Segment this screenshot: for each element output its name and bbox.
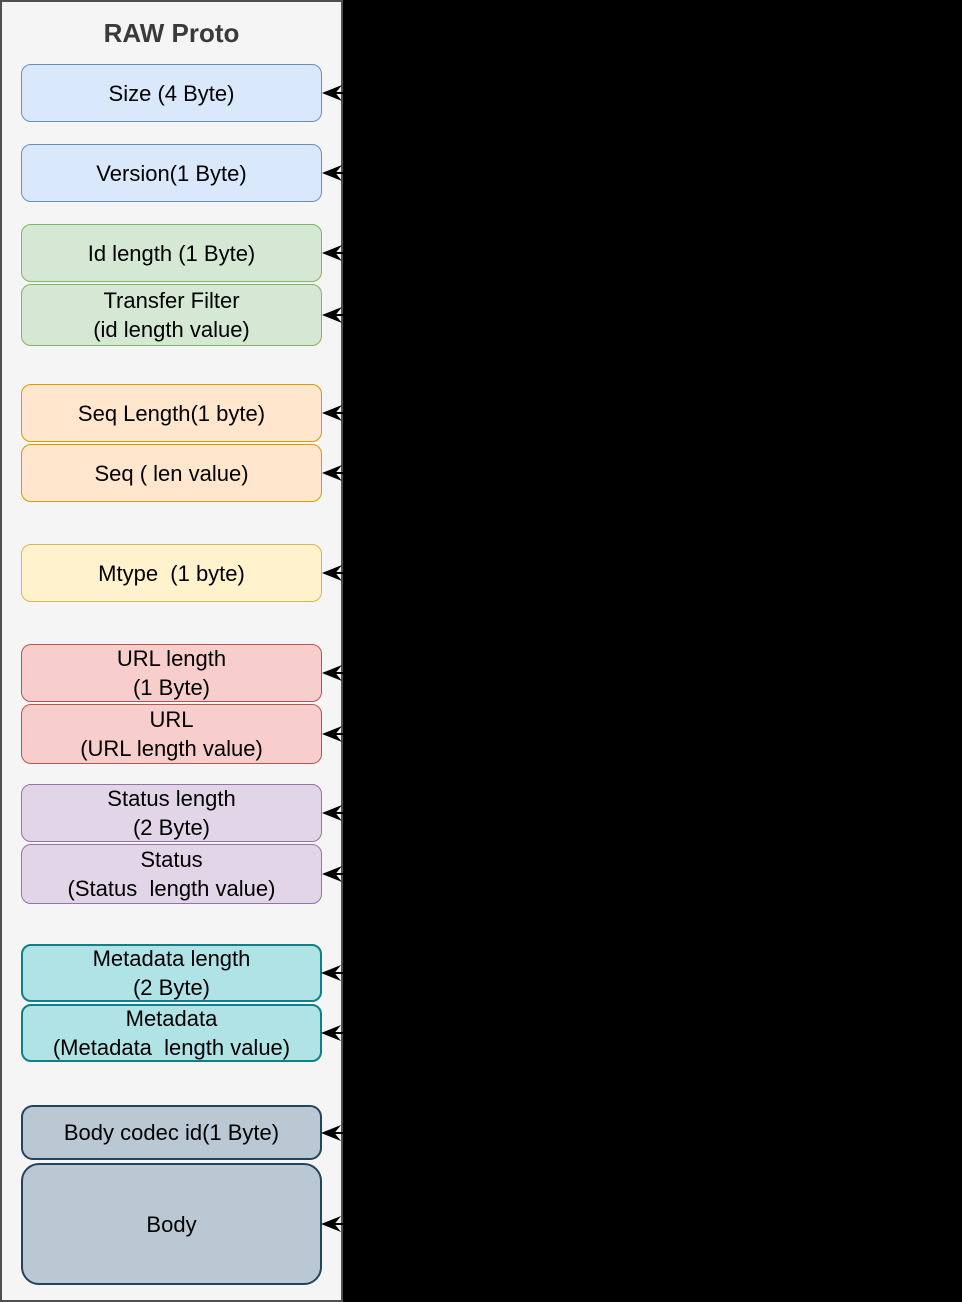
arrow-left-icon	[322, 404, 345, 422]
field-body: Body	[21, 1163, 344, 1285]
field-url-length-label: URL length (1 Byte)	[116, 646, 227, 700]
arrow-left-icon	[322, 664, 345, 682]
field-body-label: Body	[146, 1211, 197, 1237]
arrow-left-icon	[322, 564, 345, 582]
arrow-left-icon	[322, 84, 345, 102]
field-mtype-label: Mtype (1 byte)	[98, 560, 245, 586]
field-seq-length: Seq Length(1 byte)	[21, 384, 345, 442]
arrow-left-icon	[322, 725, 345, 743]
arrow-left-icon	[321, 964, 344, 982]
arrow-left-icon	[322, 464, 345, 482]
raw-proto-panel: RAW Proto Size (4 Byte) Version(1 Byte) …	[0, 0, 345, 1302]
field-status-label: Status (Status length value)	[67, 847, 276, 901]
arrow-left-icon	[321, 1215, 344, 1233]
arrow-left-icon	[322, 306, 345, 324]
field-body-codec-id-label: Body codec id(1 Byte)	[63, 1120, 280, 1145]
field-metadata-length: Metadata length (2 Byte)	[21, 944, 344, 1002]
arrow-left-icon	[322, 865, 345, 883]
field-id-length: Id length (1 Byte)	[21, 224, 345, 282]
field-url-label: URL (URL length value)	[80, 707, 263, 761]
field-body-codec-id: Body codec id(1 Byte)	[21, 1105, 344, 1160]
field-seq-length-label: Seq Length(1 byte)	[77, 400, 266, 426]
field-seq: Seq ( len value)	[21, 444, 345, 502]
field-seq-label: Seq ( len value)	[94, 460, 249, 486]
field-status-length-label: Status length (2 Byte)	[107, 786, 236, 840]
field-metadata: Metadata (Metadata length value)	[21, 1004, 344, 1062]
arrow-left-icon	[321, 1124, 344, 1142]
field-transfer-filter-label: Transfer Filter (id length value)	[93, 288, 250, 342]
field-transfer-filter: Transfer Filter (id length value)	[21, 284, 345, 346]
field-status-length: Status length (2 Byte)	[21, 784, 345, 842]
field-metadata-length-label: Metadata length (2 Byte)	[92, 946, 251, 1000]
field-metadata-label: Metadata (Metadata length value)	[52, 1006, 291, 1060]
field-size-label: Size (4 Byte)	[108, 80, 235, 106]
arrow-left-icon	[322, 164, 345, 182]
field-mtype: Mtype (1 byte)	[21, 544, 345, 602]
diagram-title: RAW Proto	[103, 18, 240, 48]
arrow-left-icon	[321, 1024, 344, 1042]
field-url: URL (URL length value)	[21, 704, 345, 764]
field-size: Size (4 Byte)	[21, 64, 345, 122]
field-status: Status (Status length value)	[21, 844, 345, 904]
field-version: Version(1 Byte)	[21, 144, 345, 202]
arrow-left-icon	[322, 244, 345, 262]
field-version-label: Version(1 Byte)	[96, 160, 247, 186]
field-id-length-label: Id length (1 Byte)	[87, 240, 256, 266]
arrow-left-icon	[322, 804, 345, 822]
field-url-length: URL length (1 Byte)	[21, 644, 345, 702]
